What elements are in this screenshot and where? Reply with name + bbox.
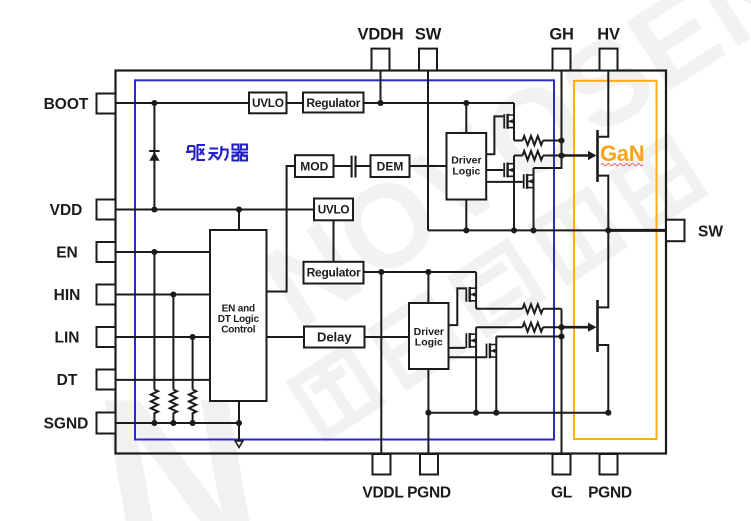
svg-text:Driver: Driver: [451, 155, 481, 167]
svg-text:MOD: MOD: [300, 159, 328, 173]
svg-text:DT Logic: DT Logic: [218, 314, 260, 325]
svg-text:VDDL: VDDL: [362, 485, 403, 502]
svg-text:Logic: Logic: [452, 165, 480, 177]
svg-text:PGND: PGND: [407, 485, 451, 502]
svg-text:UVLO: UVLO: [318, 203, 350, 217]
svg-text:GL: GL: [551, 485, 572, 502]
svg-text:VDD: VDD: [50, 202, 83, 219]
svg-text:LIN: LIN: [55, 330, 80, 347]
svg-text:Control: Control: [221, 324, 256, 335]
svg-text:EN: EN: [56, 245, 78, 262]
svg-text:SGND: SGND: [44, 416, 89, 433]
svg-text:HV: HV: [597, 26, 620, 44]
svg-text:EN and: EN and: [222, 303, 255, 314]
svg-text:DT: DT: [57, 372, 78, 389]
svg-text:Delay: Delay: [317, 329, 352, 344]
svg-text:HIN: HIN: [54, 287, 81, 304]
svg-text:GH: GH: [549, 26, 573, 44]
svg-text:BOOT: BOOT: [44, 96, 89, 113]
svg-text:SW: SW: [415, 26, 442, 44]
svg-text:DEM: DEM: [377, 159, 404, 173]
svg-text:Logic: Logic: [415, 337, 443, 349]
svg-text:GaN: GaN: [600, 141, 644, 166]
svg-text:Regulator: Regulator: [306, 96, 360, 110]
svg-text:SW: SW: [698, 223, 723, 240]
svg-text:Driver: Driver: [414, 326, 444, 338]
svg-text:UVLO: UVLO: [252, 96, 284, 110]
svg-text:VDDH: VDDH: [358, 26, 404, 44]
svg-text:PGND: PGND: [588, 485, 632, 502]
svg-text:Regulator: Regulator: [307, 266, 361, 280]
